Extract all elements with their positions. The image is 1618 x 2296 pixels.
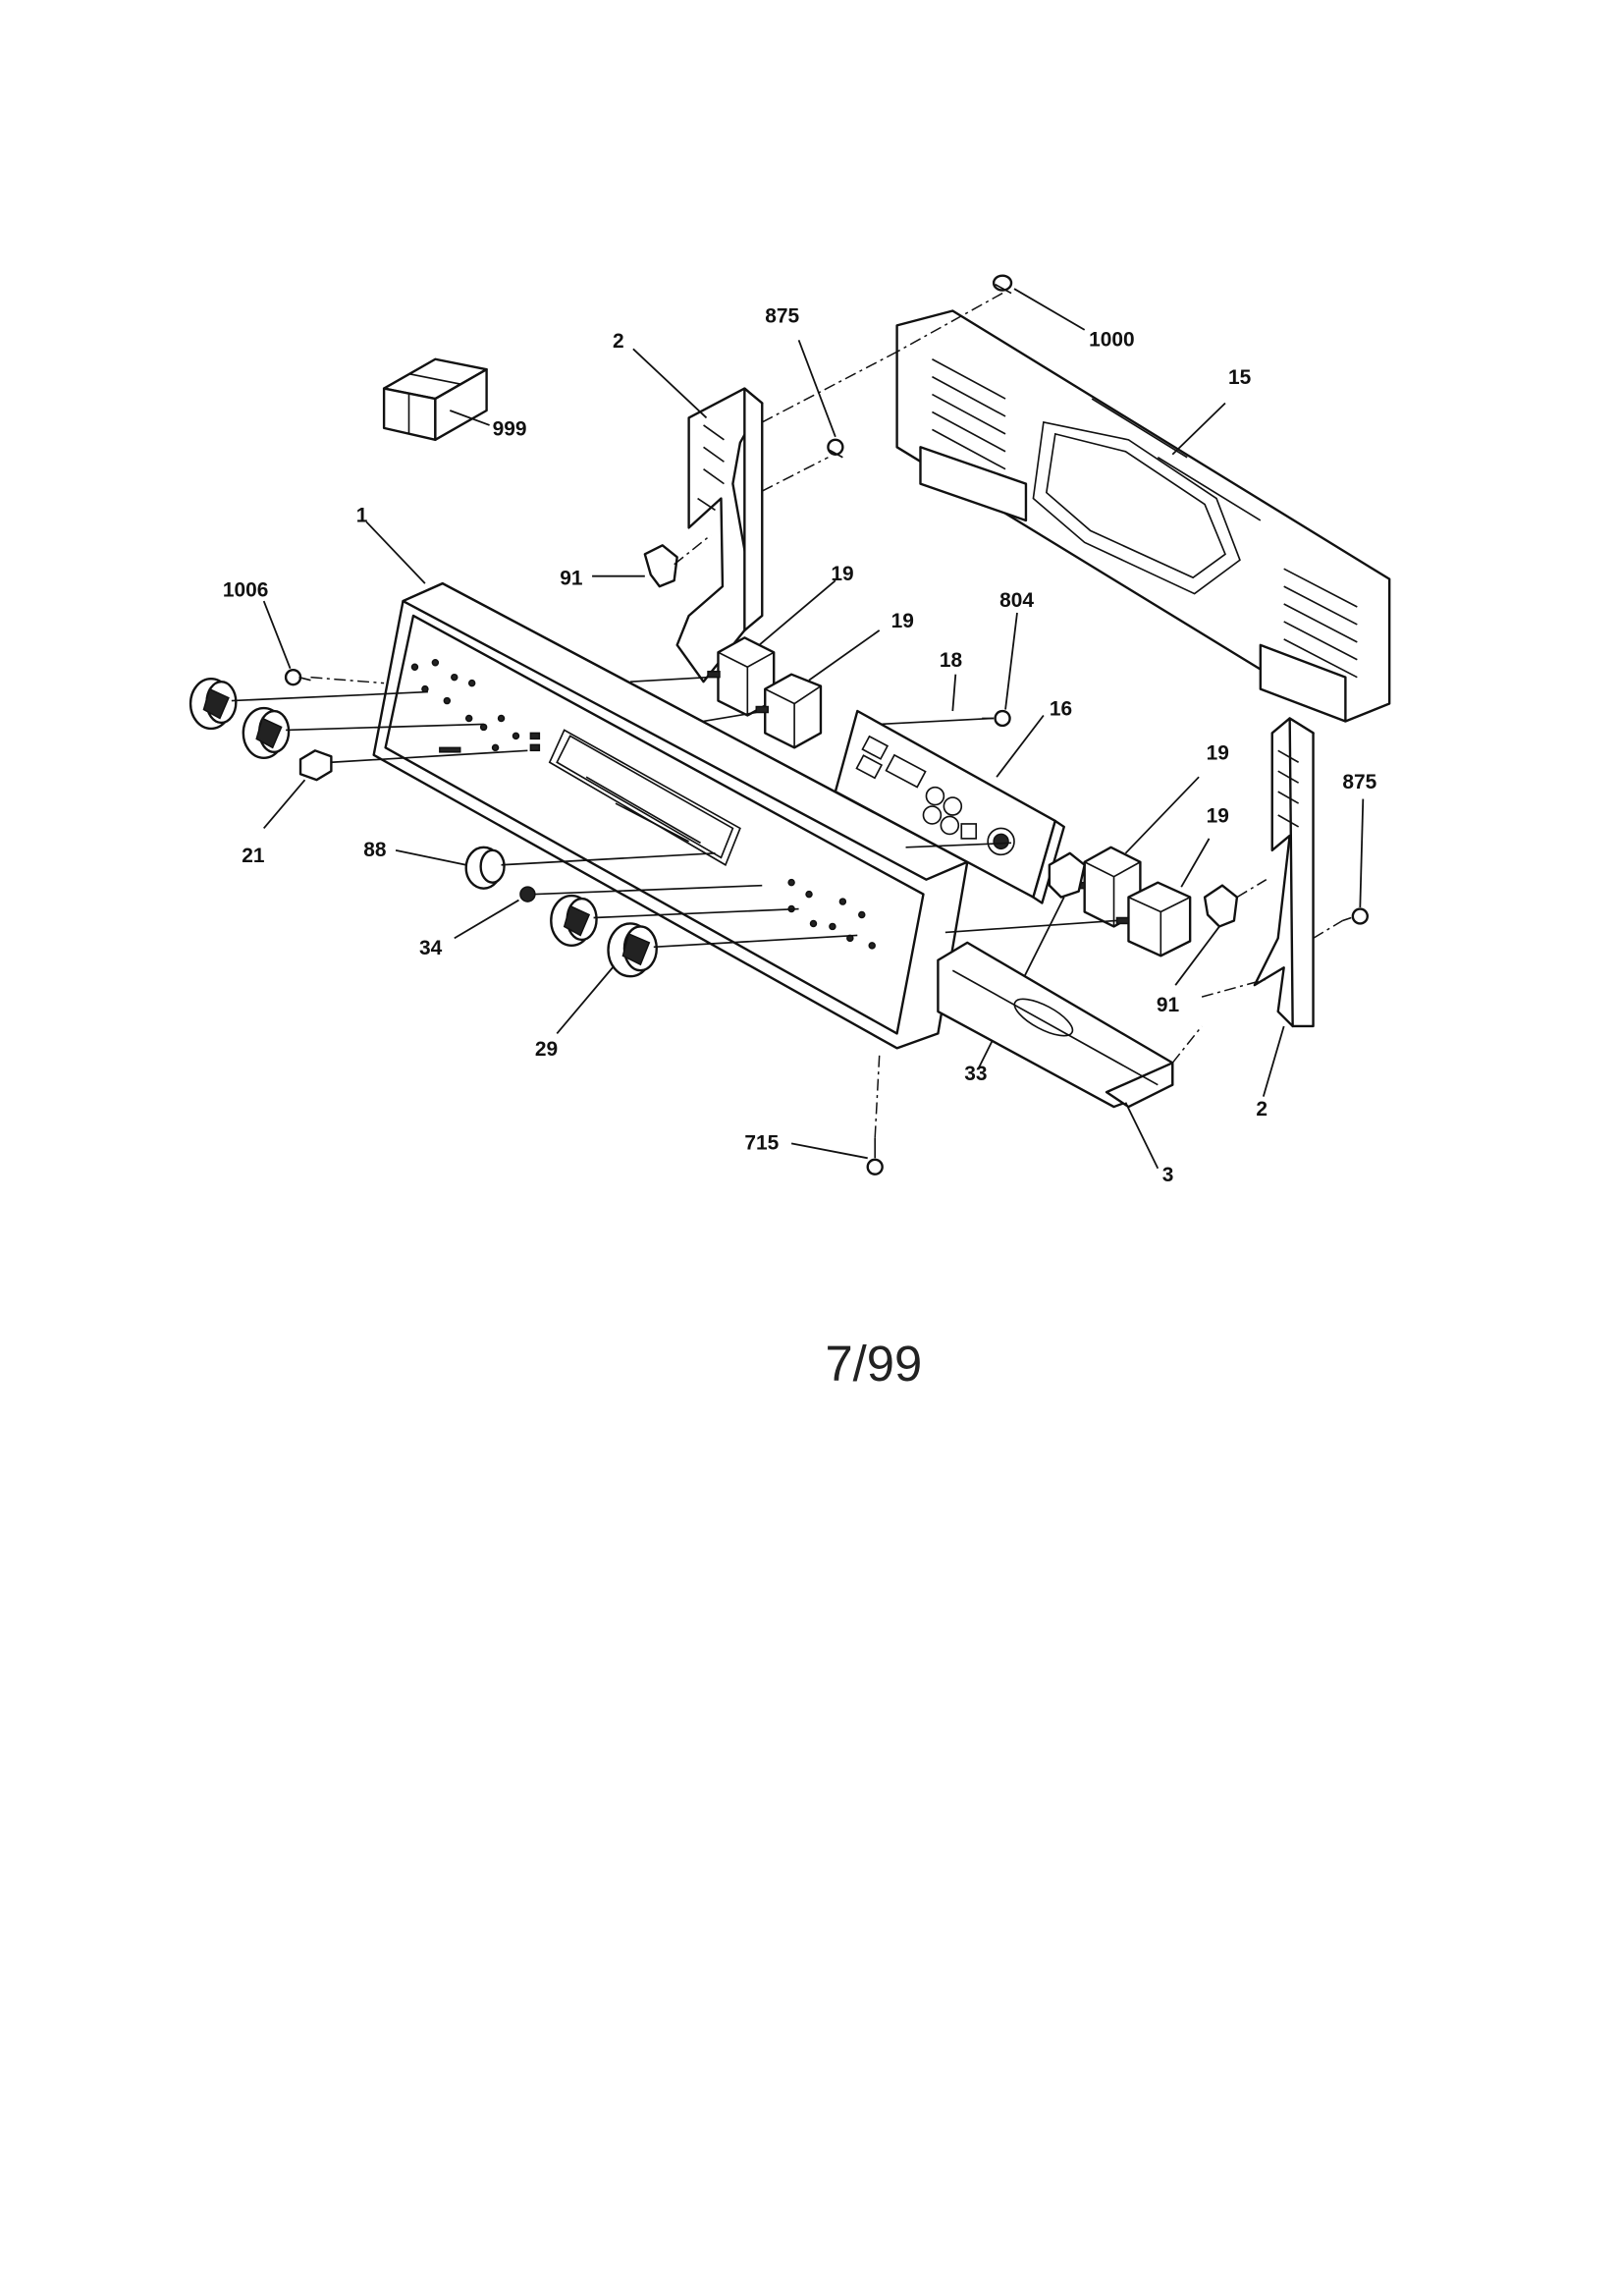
end-bracket-right (1253, 717, 1315, 1097)
screw-1006 (262, 600, 385, 686)
control-panel (365, 520, 969, 1050)
infinite-switches-right (944, 776, 1211, 957)
literature-box (382, 357, 490, 442)
bracket-clip-left (592, 534, 712, 588)
callout-91-left: 91 (560, 566, 583, 590)
callout-16: 16 (1049, 696, 1073, 720)
callout-34: 34 (418, 935, 443, 959)
screw-875-top (761, 340, 897, 492)
callout-29: 29 (534, 1036, 559, 1061)
control-overlay (905, 674, 1012, 848)
callout-1000: 1000 (1089, 326, 1135, 351)
callout-875-top: 875 (765, 303, 800, 327)
callout-1: 1 (355, 503, 368, 526)
callout-875-right: 875 (1342, 769, 1377, 793)
callout-19-d: 19 (1206, 803, 1229, 827)
callout-21: 21 (242, 843, 265, 867)
bottom-trim (937, 941, 1267, 1170)
callout-715: 715 (744, 1129, 780, 1154)
indicator-switch (263, 749, 528, 830)
infinite-switches-left (629, 579, 881, 749)
callout-19-c: 19 (1206, 739, 1229, 764)
callout-3: 3 (1161, 1162, 1174, 1186)
screw-875-right (1313, 798, 1369, 940)
screw-715 (790, 1055, 884, 1175)
surface-knobs-left (189, 677, 484, 759)
date-code: 7/99 (825, 1337, 923, 1394)
callout-91-right: 91 (1156, 992, 1180, 1016)
screw-1000 (896, 274, 1086, 353)
callout-88: 88 (363, 837, 387, 861)
callout-2-left: 2 (612, 328, 624, 353)
callout-999: 999 (492, 415, 527, 440)
rear-panel (895, 309, 1391, 723)
callout-33: 33 (964, 1061, 988, 1085)
callout-19-b: 19 (890, 608, 914, 632)
callout-1006: 1006 (222, 577, 269, 602)
electronic-oven-control (834, 709, 1065, 904)
callout-15: 15 (1227, 364, 1252, 389)
screw-804 (879, 612, 1018, 728)
callout-18: 18 (939, 647, 963, 672)
callout-804: 804 (999, 587, 1034, 612)
callout-2-right: 2 (1256, 1096, 1267, 1121)
oven-knobs-lower (395, 846, 858, 1035)
callout-19-a: 19 (831, 561, 854, 585)
end-bracket-left (632, 348, 764, 683)
bracket-clip-right (1174, 879, 1267, 986)
